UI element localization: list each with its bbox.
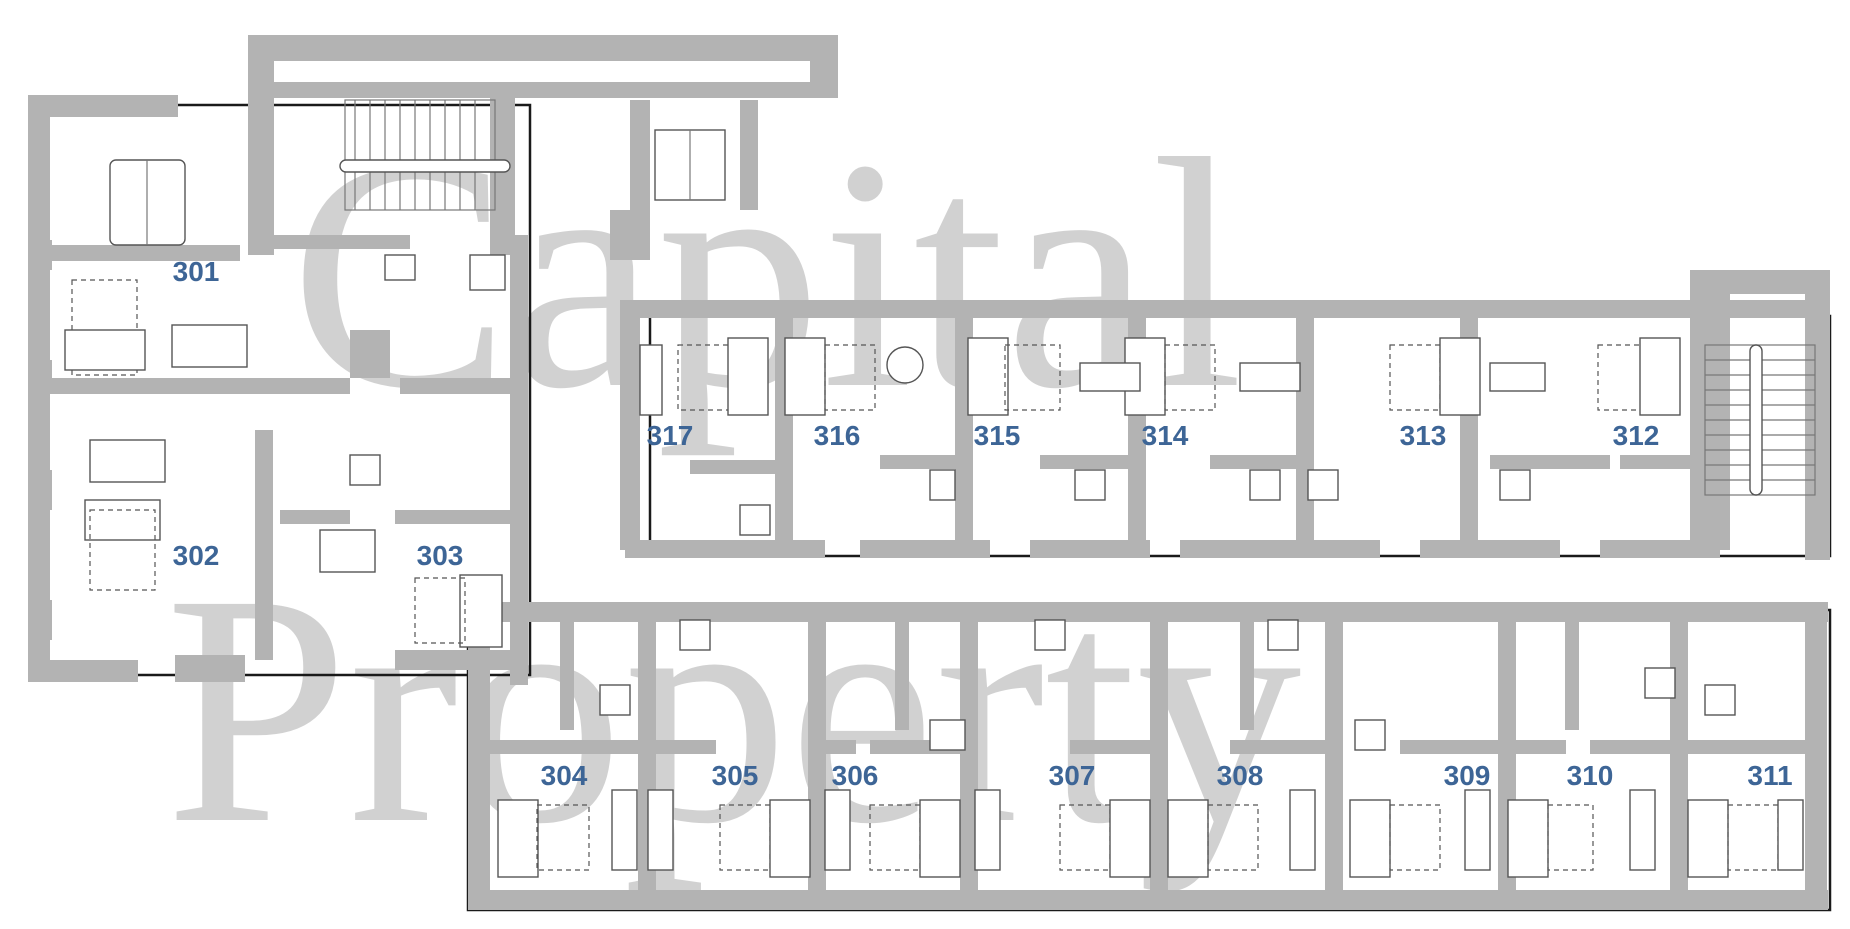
room-label-314: 314 bbox=[1142, 420, 1189, 451]
staircase-left bbox=[339, 99, 511, 211]
watermark: Capital Property bbox=[165, 92, 1301, 892]
room-label-312: 312 bbox=[1613, 420, 1660, 451]
lift bbox=[654, 129, 726, 201]
room-label-315: 315 bbox=[974, 420, 1021, 451]
room-label-301: 301 bbox=[173, 256, 220, 287]
room-label-311: 311 bbox=[1747, 760, 1792, 791]
room-label-302: 302 bbox=[173, 540, 220, 571]
room-label-317: 317 bbox=[647, 420, 694, 451]
room-label-303: 303 bbox=[417, 540, 464, 571]
bathrooms bbox=[349, 254, 1736, 751]
room-label-308: 308 bbox=[1217, 760, 1264, 791]
room-label-307: 307 bbox=[1049, 760, 1096, 791]
tables-and-chairs bbox=[89, 324, 1804, 871]
room-labels: 301 302 303 304 305 306 307 308 309 310 311 312 313 3… bbox=[173, 256, 1793, 791]
room-label-305: 305 bbox=[712, 760, 759, 791]
room-label-306: 306 bbox=[832, 760, 879, 791]
staircase-right bbox=[1704, 344, 1816, 496]
room-label-316: 316 bbox=[814, 420, 861, 451]
room-label-313: 313 bbox=[1400, 420, 1447, 451]
room-label-309: 309 bbox=[1444, 760, 1491, 791]
room-label-310: 310 bbox=[1567, 760, 1614, 791]
beds bbox=[64, 159, 1779, 878]
room-label-304: 304 bbox=[541, 760, 588, 791]
walls bbox=[28, 35, 1830, 910]
